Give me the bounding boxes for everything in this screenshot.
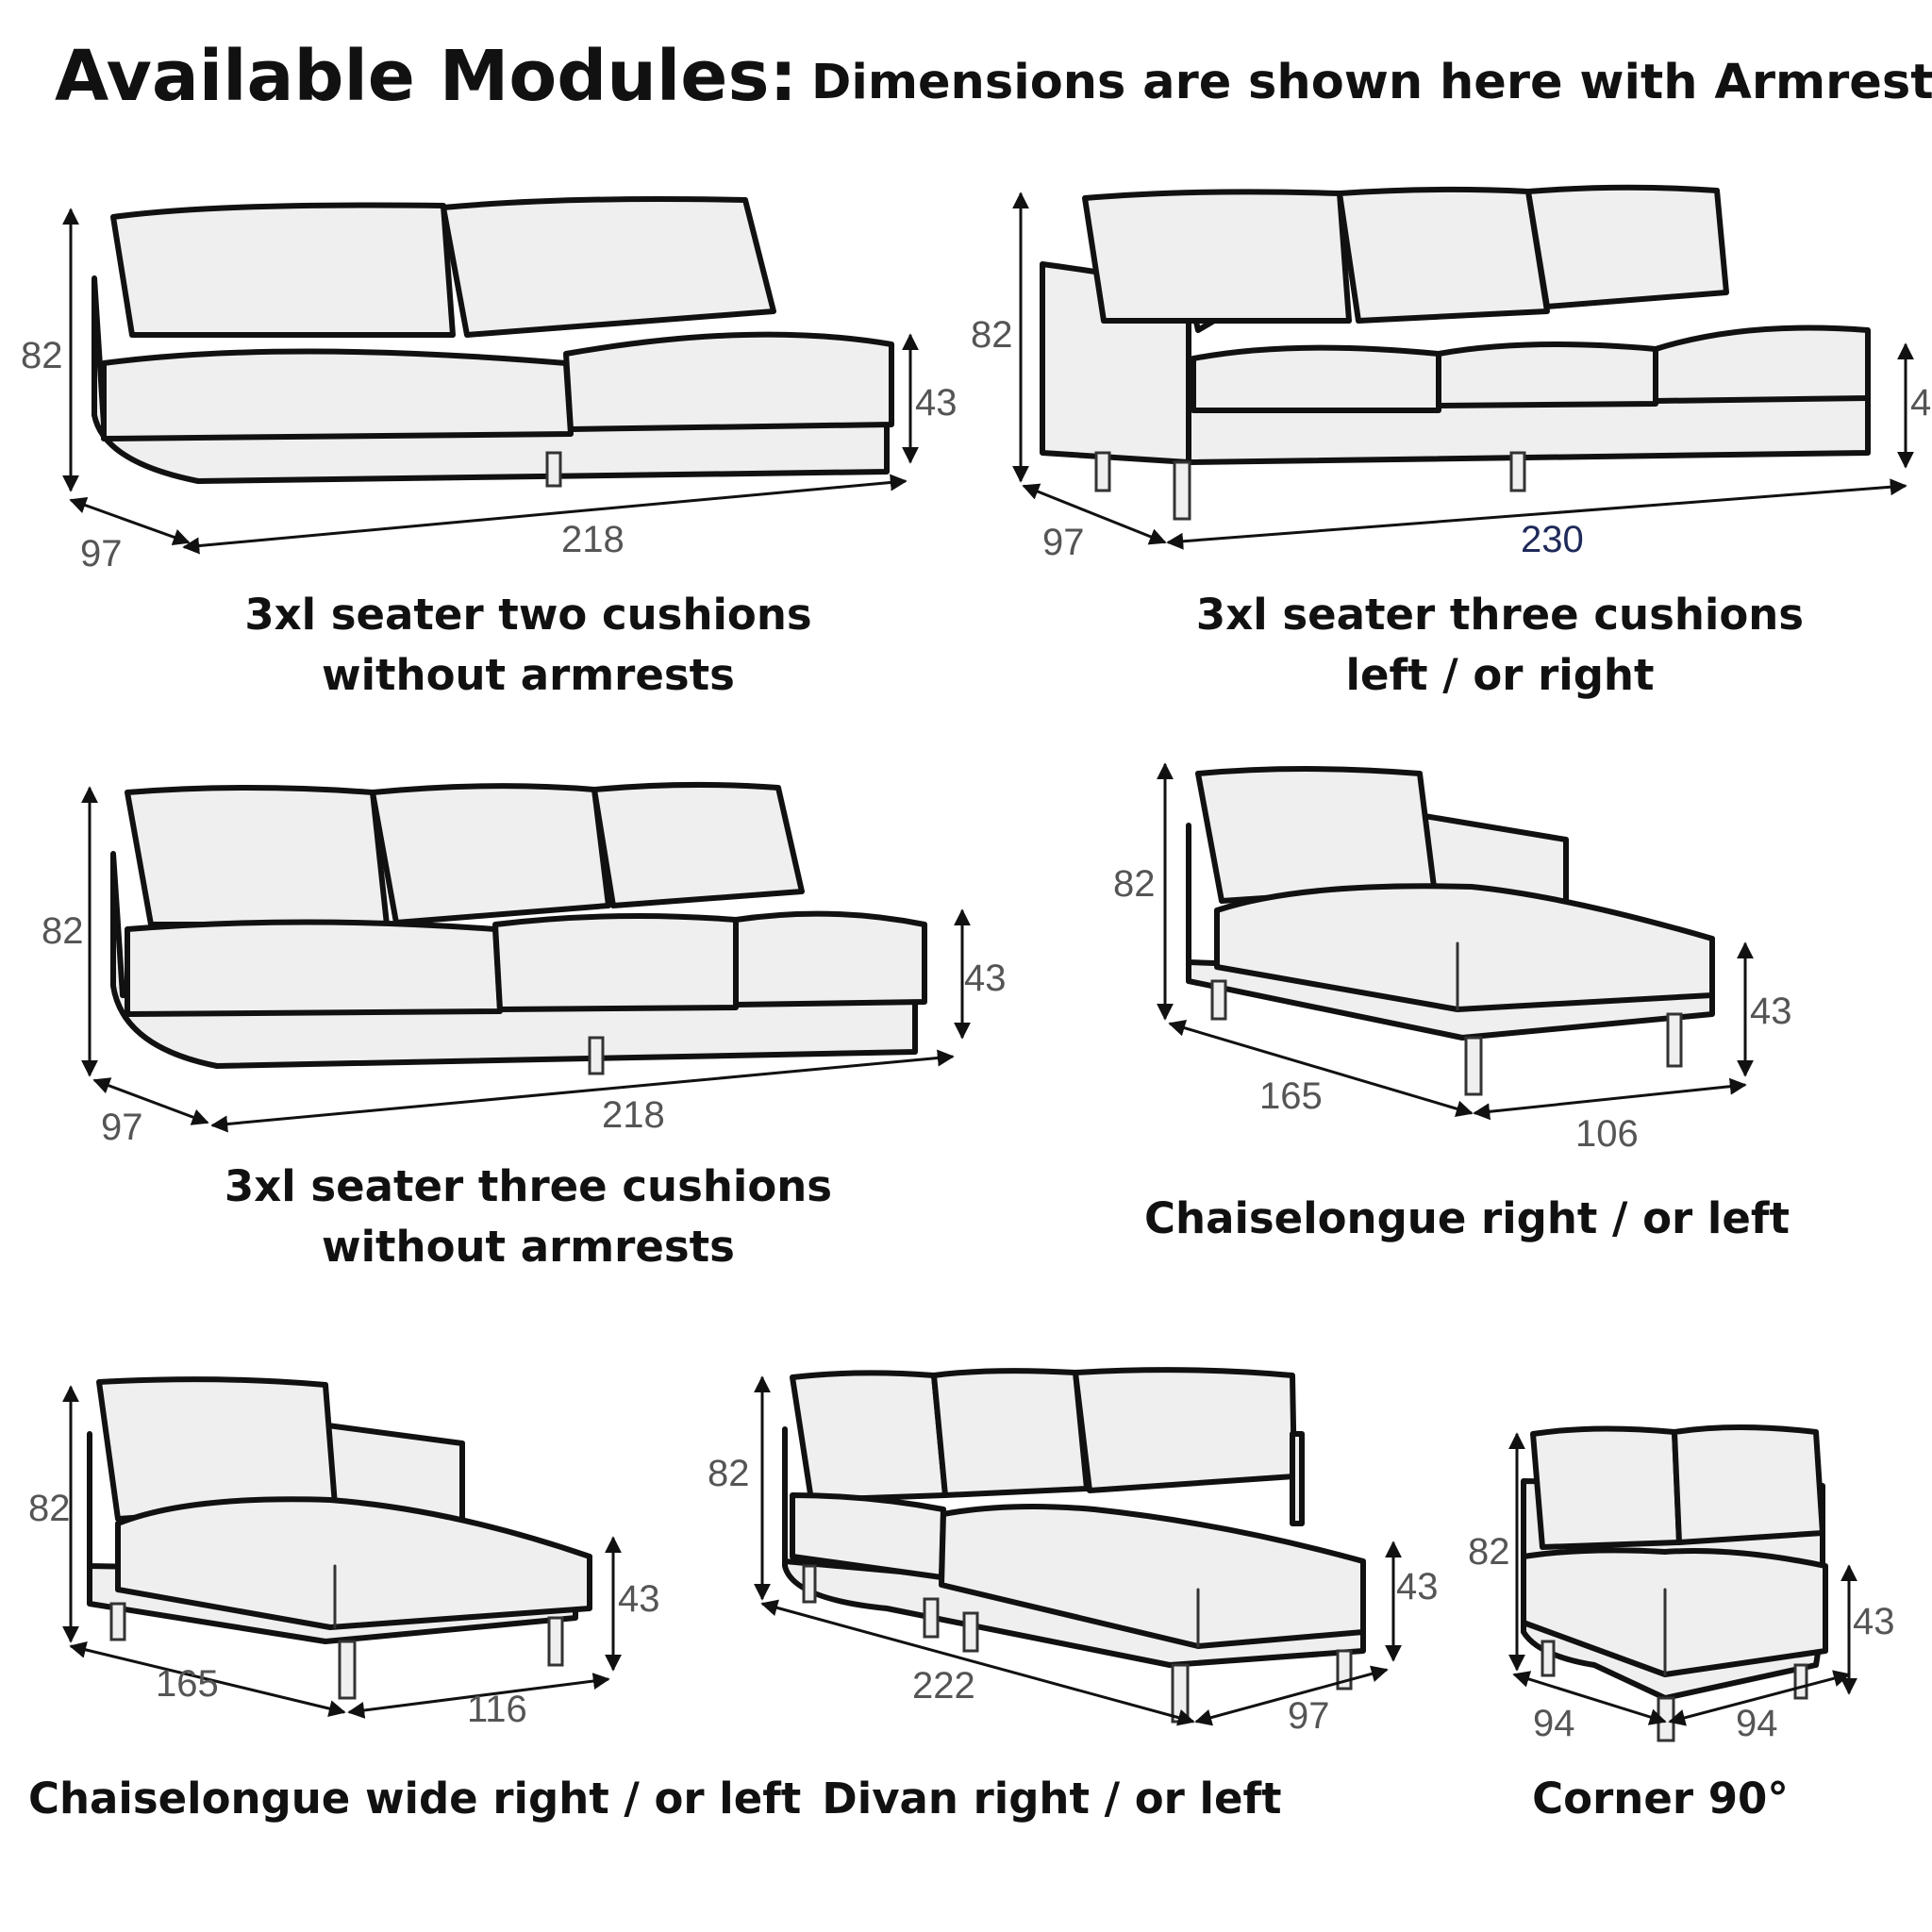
- caption-line-1: Divan right / or left: [822, 1774, 1282, 1824]
- dim-depth: 97: [1042, 522, 1085, 563]
- dim-height: 82: [1113, 863, 1156, 905]
- caption-line-2: without armrests: [322, 1222, 735, 1272]
- dim-length: 165: [156, 1663, 219, 1705]
- dim-height: 82: [28, 1488, 71, 1529]
- module-chaiselongue: 82 43 165 106: [1094, 755, 1932, 1170]
- caption-line-1: Corner 90°: [1532, 1774, 1789, 1824]
- dim-width: 97: [1288, 1695, 1330, 1737]
- dim-height: 82: [42, 910, 84, 952]
- dim-length: 165: [1259, 1075, 1323, 1117]
- dim-side-a: 94: [1533, 1703, 1575, 1744]
- caption-line-1: 3xl seater two cushions: [244, 590, 812, 640]
- caption-line-1: Chaiselongue wide right / or left: [28, 1774, 802, 1824]
- dim-width: 218: [561, 519, 625, 560]
- dim-length: 222: [912, 1665, 975, 1707]
- sofa-drawing-three-cushions: 82 43 97 218: [42, 781, 1007, 1148]
- caption-chaiselongue-wide: Chaiselongue wide right / or left: [28, 1769, 802, 1829]
- dim-seat-height: 43: [915, 382, 958, 424]
- caption-3xl-two-cushions: 3xl seater two cushions without armrests: [189, 585, 868, 706]
- module-chaiselongue-wide: 82 43 165 116: [0, 1368, 698, 1745]
- dim-seat-height: 43: [1910, 382, 1932, 424]
- dim-height: 82: [21, 335, 63, 376]
- divan-drawing: 82 43 222 97: [708, 1367, 1439, 1737]
- dim-seat-height: 43: [618, 1578, 660, 1620]
- caption-line-1: 3xl seater three cushions: [1195, 590, 1805, 640]
- dim-seat-height: 43: [1853, 1601, 1895, 1642]
- caption-divan: Divan right / or left: [745, 1769, 1358, 1829]
- module-3xl-two-cushions: 82 43 97 218: [0, 179, 958, 575]
- dim-height: 82: [708, 1453, 750, 1494]
- sofa-drawing-three-cushions-arm: 82 43 97 230: [971, 184, 1932, 563]
- module-3xl-three-cushions: 82 43 97 218: [0, 764, 1007, 1148]
- dim-seat-height: 43: [1396, 1566, 1439, 1607]
- dim-seat-height: 43: [964, 958, 1007, 999]
- chaise-wide-drawing: 82 43 165 116: [28, 1376, 660, 1730]
- module-corner: 82 43 94 94: [1453, 1415, 1932, 1755]
- corner-drawing: 82 43 94 94: [1468, 1424, 1895, 1744]
- dim-seat-height: 43: [1750, 991, 1792, 1032]
- dim-width: 230: [1521, 519, 1584, 560]
- caption-corner: Corner 90°: [1481, 1769, 1840, 1829]
- dim-depth: 97: [101, 1107, 143, 1148]
- caption-chaiselongue: Chaiselongue right / or left: [1137, 1189, 1797, 1249]
- chaise-drawing: 82 43 165 106: [1113, 762, 1792, 1155]
- caption-3xl-three-cushions-arm: 3xl seater three cushions left / or righ…: [1170, 585, 1830, 706]
- dim-width: 116: [467, 1689, 527, 1730]
- caption-line-2: left / or right: [1345, 650, 1655, 700]
- caption-line-1: Chaiselongue right / or left: [1144, 1193, 1790, 1243]
- caption-3xl-three-cushions: 3xl seater three cushions without armres…: [189, 1157, 868, 1277]
- caption-line-1: 3xl seater three cushions: [224, 1161, 833, 1211]
- caption-line-2: without armrests: [322, 650, 735, 700]
- dim-height: 82: [971, 314, 1013, 356]
- sofa-drawing-two-cushions: 82 43 97 218: [21, 196, 958, 575]
- dim-height: 82: [1468, 1531, 1510, 1573]
- page-title: Available Modules:: [55, 36, 798, 117]
- dim-width: 218: [602, 1094, 665, 1136]
- page-subtitle: Dimensions are shown here with Armrest I…: [811, 55, 1932, 110]
- dim-depth: 97: [80, 533, 123, 575]
- module-divan: 82 43 222 97: [698, 1358, 1439, 1745]
- module-3xl-three-cushions-arm: 82 43 97 230: [962, 179, 1932, 575]
- dim-width: 106: [1575, 1113, 1639, 1155]
- dim-side-b: 94: [1736, 1703, 1778, 1744]
